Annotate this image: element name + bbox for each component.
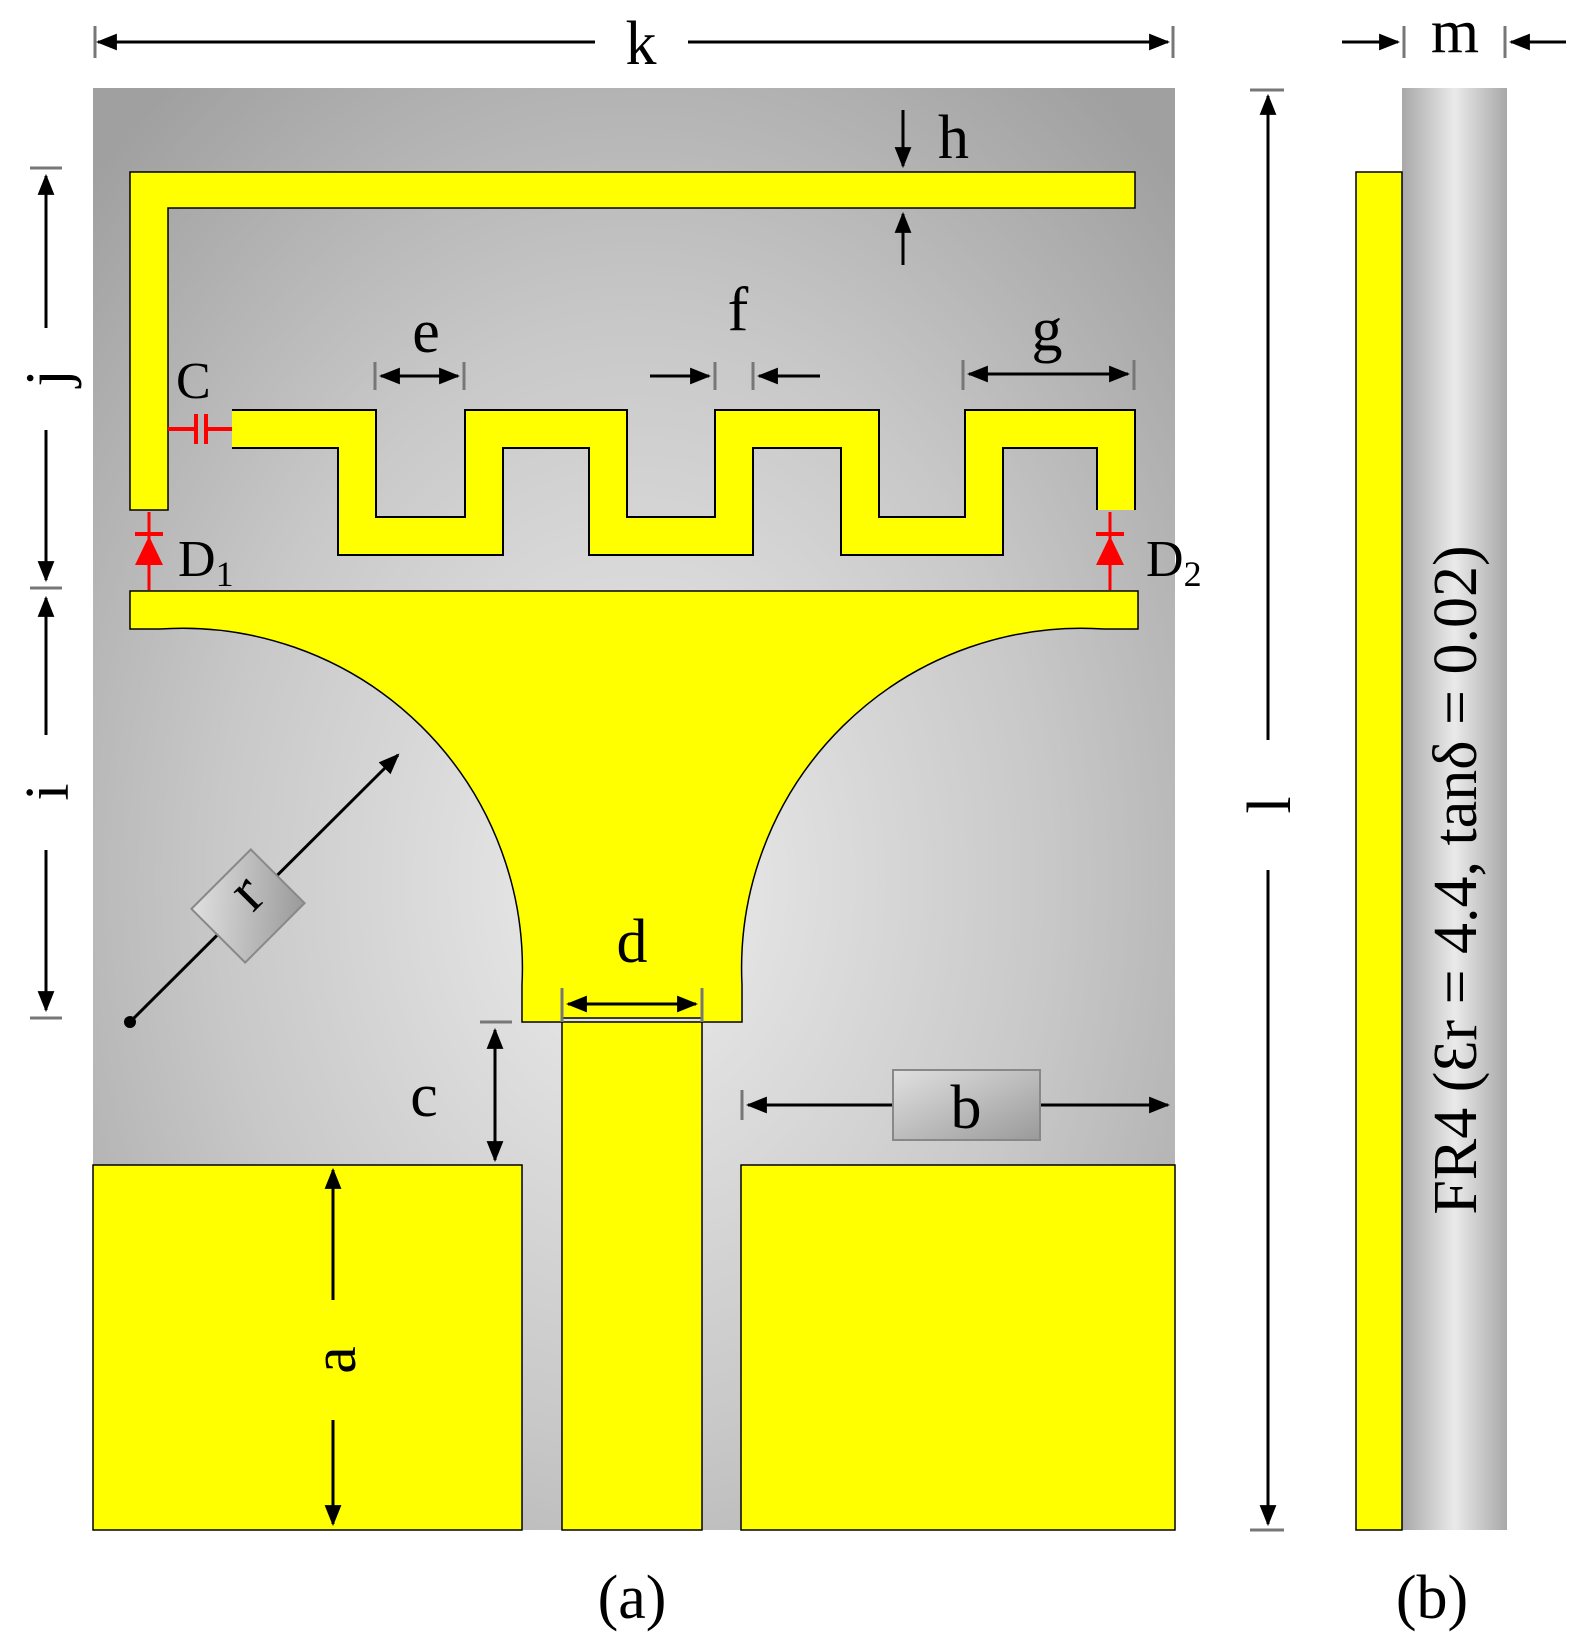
dimension-g: g (961, 296, 1136, 390)
dimension-c: c (410, 1020, 512, 1163)
dimension-l: l (1236, 88, 1304, 1532)
substrate-label: FR4 (Ɛr = 4.4, tanδ = 0.02) (1422, 545, 1490, 1214)
svg-text:f: f (728, 276, 749, 344)
substrate-side (1402, 88, 1507, 1530)
svg-text:h: h (938, 104, 969, 172)
dimension-f: f (650, 276, 820, 390)
ground-plane-left (92, 1164, 523, 1531)
ground-plane-right (740, 1164, 1176, 1531)
dimension-d: d (560, 908, 704, 1022)
dimension-h: h (894, 104, 969, 265)
top-l-strip (129, 171, 1136, 511)
svg-text:g: g (1032, 296, 1063, 364)
svg-text:a: a (301, 1346, 369, 1374)
diode-1-label: D1 (178, 531, 234, 594)
caption-front: (a) (598, 1564, 667, 1632)
caption-side: (b) (1396, 1564, 1468, 1632)
svg-text:j: j (14, 369, 82, 388)
diode-2-symbol (1096, 512, 1124, 590)
dimension-r: r (124, 753, 400, 1028)
svg-text:m: m (1431, 0, 1479, 66)
svg-text:k: k (626, 10, 657, 78)
dimension-k: k (93, 10, 1175, 78)
svg-text:c: c (410, 1062, 438, 1130)
dimension-j: j (14, 166, 82, 590)
capacitor-label: C (176, 353, 211, 410)
diode-2-label: D2 (1146, 531, 1202, 594)
dimension-b: b (740, 1069, 1171, 1142)
feed-line (561, 1021, 703, 1531)
dimension-e: e (373, 298, 466, 390)
dimension-m: m (1342, 0, 1566, 66)
svg-text:d: d (617, 908, 648, 976)
dimension-i: i (14, 595, 82, 1020)
svg-text:e: e (412, 298, 440, 366)
side-view: m FR4 (Ɛr = 4.4, tanδ = 0.02) (b) (1342, 0, 1566, 1632)
conductor-side (1355, 171, 1403, 1531)
svg-text:b: b (951, 1074, 982, 1142)
svg-text:l: l (1236, 796, 1304, 813)
dimension-a: a (301, 1167, 369, 1527)
front-view: C D1 D2 k h (14, 10, 1304, 1632)
capacitor-symbol (168, 414, 232, 444)
diode-1-symbol (135, 512, 163, 590)
svg-text:i: i (14, 783, 82, 800)
